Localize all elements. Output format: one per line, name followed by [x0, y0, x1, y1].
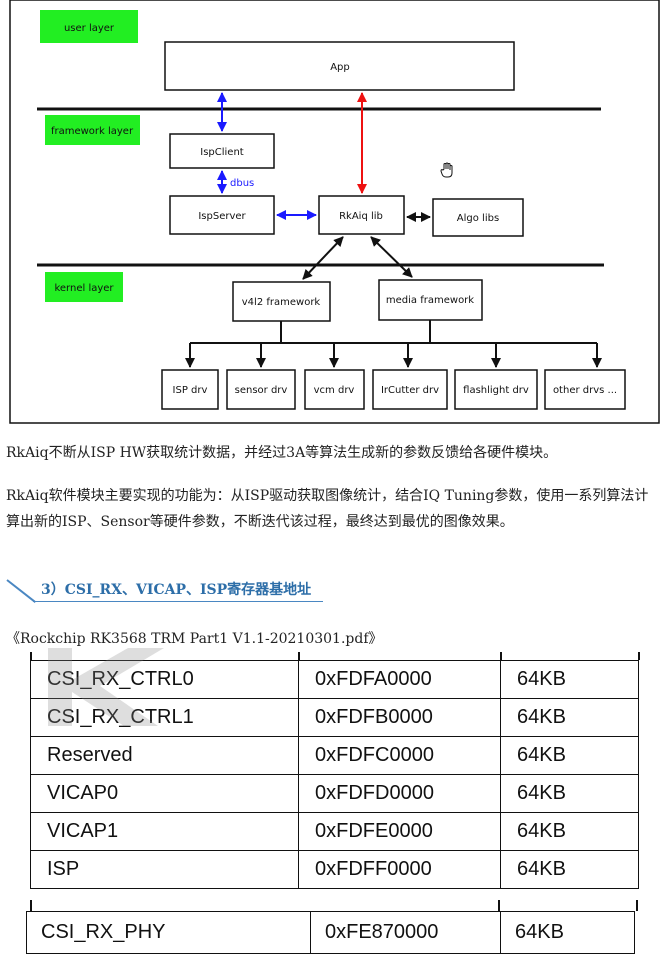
user-layer-label: user layer: [40, 10, 138, 43]
register-name-cell: CSI_RX_CTRL1: [30, 698, 299, 737]
register-size-cell: 64KB: [500, 774, 639, 813]
table-row: VICAP1 0xFDFE0000 64KB: [30, 812, 639, 851]
table-row: ISP 0xFDFF0000 64KB: [30, 850, 639, 889]
register-address-cell: 0xFE870000: [310, 911, 501, 954]
svg-text:media framework: media framework: [386, 295, 474, 306]
register-size-cell: 64KB: [500, 911, 635, 954]
section-heading: 3）CSI_RX、VICAP、ISP寄存器基地址: [5, 575, 323, 603]
hand-cursor-icon: [440, 162, 453, 178]
table-row: VICAP0 0xFDFD0000 64KB: [30, 774, 639, 813]
register-name-cell: ISP: [30, 850, 299, 889]
table-stub-mid2: [500, 652, 502, 660]
sensor-drv-box: sensor drv: [226, 369, 296, 410]
register-name-cell: CSI_RX_CTRL0: [30, 660, 299, 699]
svg-text:Algo libs: Algo libs: [457, 213, 499, 224]
rkaiq-v4l2-arrow: [302, 236, 344, 280]
svg-text:vcm drv: vcm drv: [314, 385, 355, 396]
svg-text:IrCutter drv: IrCutter drv: [381, 385, 439, 396]
table-gap-stub-right: [636, 900, 638, 911]
svg-text:RkAiq lib: RkAiq lib: [339, 211, 383, 222]
register-address-cell: 0xFDFB0000: [298, 698, 501, 737]
register-address-cell: 0xFDFD0000: [298, 774, 501, 813]
table-stub-left: [30, 652, 32, 660]
table-gap-stub-left: [30, 900, 32, 911]
isp-server-box: IspServer: [169, 195, 275, 235]
table-stub-mid1: [298, 652, 300, 660]
paragraph-rkaiq-loop: RkAiq不断从ISP HW获取统计数据，并经过3A等算法生成新的参数反馈给各硬…: [6, 445, 558, 461]
framework-layer-label: framework layer: [45, 115, 140, 145]
v4l2-framework-box: v4l2 framework: [232, 281, 331, 322]
register-size-cell: 64KB: [500, 850, 639, 889]
kernel-layer-label: kernel layer: [45, 272, 123, 302]
svg-text:other drvs ...: other drvs ...: [553, 385, 617, 396]
diagram-frame: [9, 0, 660, 424]
register-size-cell: 64KB: [500, 812, 639, 851]
svg-text:kernel layer: kernel layer: [54, 283, 114, 294]
register-address-table: CSI_RX_CTRL0 0xFDFA0000 64KB CSI_RX_CTRL…: [30, 660, 639, 889]
svg-text:flashlight drv: flashlight drv: [463, 385, 529, 396]
isp-drv-box: ISP drv: [161, 369, 219, 410]
register-size-cell: 64KB: [500, 736, 639, 775]
register-name-cell: CSI_RX_PHY: [26, 911, 311, 954]
svg-text:user layer: user layer: [64, 23, 115, 34]
document-reference: 《Rockchip RK3568 TRM Part1 V1.1-20210301…: [6, 631, 383, 647]
register-name-cell: VICAP0: [30, 774, 299, 813]
register-address-cell: 0xFDFC0000: [298, 736, 501, 775]
rkaiq-lib-box: RkAiq lib: [318, 195, 405, 235]
register-name-cell: Reserved: [30, 736, 299, 775]
table-row: CSI_RX_PHY 0xFE870000 64KB: [26, 911, 635, 954]
register-name-cell: VICAP1: [30, 812, 299, 851]
driver-bus: [185, 320, 602, 368]
vcm-drv-box: vcm drv: [304, 369, 365, 410]
register-address-cell: 0xFDFF0000: [298, 850, 501, 889]
register-address-table-phy: CSI_RX_PHY 0xFE870000 64KB: [26, 911, 635, 954]
heading-underline: [33, 601, 323, 602]
paragraph-rkaiq-functions: RkAiq软件模块主要实现的功能为：从ISP驱动获取图像统计，结合IQ Tuni…: [6, 488, 649, 530]
isp-client-box: IspClient: [169, 133, 275, 169]
rkaiq-media-arrow: [370, 236, 413, 278]
architecture-diagram: user layer framework layer kernel layer …: [9, 0, 660, 424]
ircutter-drv-box: IrCutter drv: [372, 369, 448, 410]
svg-text:App: App: [330, 62, 350, 73]
media-framework-box: media framework: [378, 279, 483, 321]
svg-text:v4l2 framework: v4l2 framework: [242, 297, 321, 308]
svg-text:ISP drv: ISP drv: [173, 385, 208, 396]
algo-libs-box: Algo libs: [432, 198, 524, 237]
register-address-cell: 0xFDFA0000: [298, 660, 501, 699]
svg-text:framework layer: framework layer: [51, 126, 134, 137]
table-row: CSI_RX_CTRL0 0xFDFA0000 64KB: [30, 660, 639, 699]
svg-text:IspClient: IspClient: [200, 147, 244, 158]
flashlight-drv-box: flashlight drv: [454, 369, 538, 410]
other-drvs-box: other drvs ...: [544, 369, 626, 410]
svg-text:IspServer: IspServer: [198, 211, 246, 222]
table-row: CSI_RX_CTRL1 0xFDFB0000 64KB: [30, 698, 639, 737]
heading-slash-decoration: [6, 579, 36, 603]
svg-text:sensor drv: sensor drv: [235, 385, 288, 396]
register-size-cell: 64KB: [500, 660, 639, 699]
register-size-cell: 64KB: [500, 698, 639, 737]
dbus-label: dbus: [230, 178, 254, 189]
table-stub-right: [638, 652, 640, 660]
section-title: 3）CSI_RX、VICAP、ISP寄存器基地址: [41, 582, 312, 598]
register-address-cell: 0xFDFE0000: [298, 812, 501, 851]
table-gap-stub-mid: [498, 900, 500, 911]
app-box: App: [164, 41, 515, 91]
table-row: Reserved 0xFDFC0000 64KB: [30, 736, 639, 775]
